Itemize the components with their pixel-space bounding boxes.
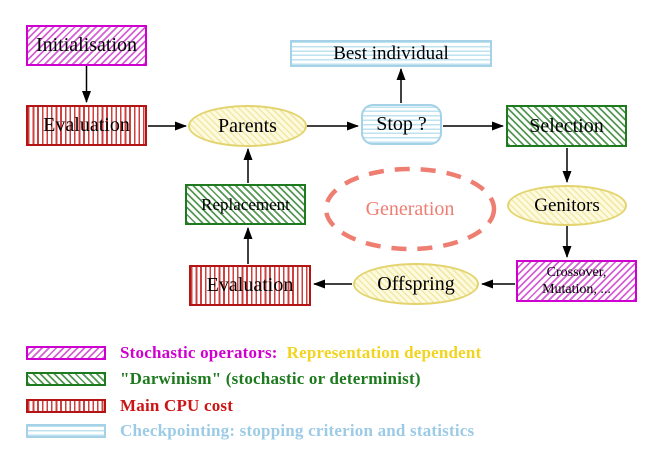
- stochastic-operators-swatch: [26, 346, 106, 360]
- legend-label-cpu-cost: Main CPU cost: [120, 396, 234, 415]
- node-offspring: Offspring: [353, 263, 479, 305]
- legend-label-darwinism: "Darwinism" (stochastic or determinist): [120, 369, 421, 388]
- legend-label-stochastic: Stochastic operators:: [120, 343, 278, 362]
- legend-row-stochastic: Stochastic operators: Representation depe…: [26, 343, 481, 363]
- cpu-cost-swatch: [26, 399, 106, 413]
- crossover-line2: Mutation, ...: [542, 282, 611, 297]
- node-evaluation-bottom: Evaluation: [189, 265, 311, 306]
- node-crossover-mutation: Crossover, Mutation, ...: [516, 260, 637, 302]
- legend-label-representation: Representation dependent: [286, 343, 482, 362]
- darwinism-swatch: [26, 372, 106, 386]
- legend-label-checkpointing: Checkpointing: stopping criterion and st…: [120, 421, 475, 440]
- legend-row-darwinism: "Darwinism" (stochastic or determinist): [26, 369, 421, 389]
- node-generation: Generation: [365, 197, 455, 220]
- checkpointing-swatch: [26, 424, 106, 438]
- node-stop: Stop ?: [361, 104, 442, 145]
- node-selection: Selection: [506, 105, 627, 147]
- node-best-individual: Best individual: [290, 40, 492, 67]
- crossover-line1: Crossover,: [546, 264, 607, 280]
- node-initialisation: Initialisation: [26, 25, 147, 66]
- node-replacement: Replacement: [185, 184, 306, 225]
- node-evaluation-top: Evaluation: [26, 105, 147, 146]
- node-parents: Parents: [188, 105, 307, 147]
- legend-row-cpu-cost: Main CPU cost: [26, 396, 233, 416]
- legend-row-checkpointing: Checkpointing: stopping criterion and st…: [26, 421, 474, 441]
- node-genitors: Genitors: [507, 185, 627, 226]
